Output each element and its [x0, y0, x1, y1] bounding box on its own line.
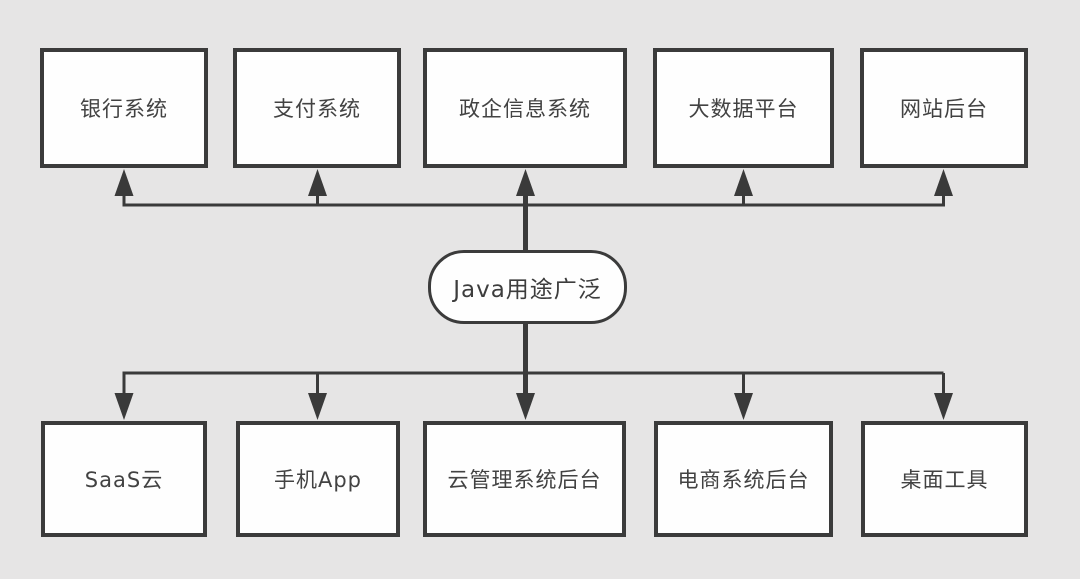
node-java-uses-center-label: Java用途广泛 [453, 277, 602, 303]
arrow-head-big-data [734, 169, 753, 196]
arrow-head-website [934, 169, 953, 196]
node-cloud-management-backend-label: 云管理系统后台 [447, 468, 602, 492]
arrow-head-cloud-mgmt [516, 393, 535, 420]
arrow-head-mobile-app [308, 393, 327, 420]
node-java-uses-center: Java用途广泛 [428, 250, 627, 324]
node-ecommerce-backend: 电商系统后台 [654, 421, 833, 537]
node-big-data-platform: 大数据平台 [653, 48, 834, 168]
node-gov-enterprise-info-system: 政企信息系统 [423, 48, 627, 168]
node-payment-system: 支付系统 [233, 48, 401, 168]
node-saas-cloud: SaaS云 [41, 421, 207, 537]
node-mobile-app: 手机App [236, 421, 400, 537]
node-desktop-tools: 桌面工具 [861, 421, 1028, 537]
node-desktop-tools-label: 桌面工具 [900, 468, 989, 492]
node-saas-cloud-label: SaaS云 [84, 468, 164, 492]
node-website-backend-label: 网站后台 [900, 97, 988, 121]
node-mobile-app-label: 手机App [273, 468, 363, 492]
node-big-data-platform-label: 大数据平台 [688, 97, 799, 121]
node-website-backend: 网站后台 [860, 48, 1028, 168]
node-bank-system-label: 银行系统 [80, 97, 168, 121]
node-payment-system-label: 支付系统 [273, 97, 361, 121]
arrow-head-payment [308, 169, 327, 196]
node-ecommerce-backend-label: 电商系统后台 [677, 468, 810, 492]
arrow-head-saas [114, 393, 134, 420]
arrow-head-desktop [934, 393, 953, 420]
arrow-head-bank [114, 169, 134, 196]
node-gov-enterprise-info-system-label: 政企信息系统 [459, 97, 591, 121]
arrow-head-ecommerce [734, 393, 753, 420]
node-cloud-management-backend: 云管理系统后台 [423, 421, 626, 537]
arrow-head-gov-enterprise [516, 169, 535, 196]
node-bank-system: 银行系统 [40, 48, 208, 168]
